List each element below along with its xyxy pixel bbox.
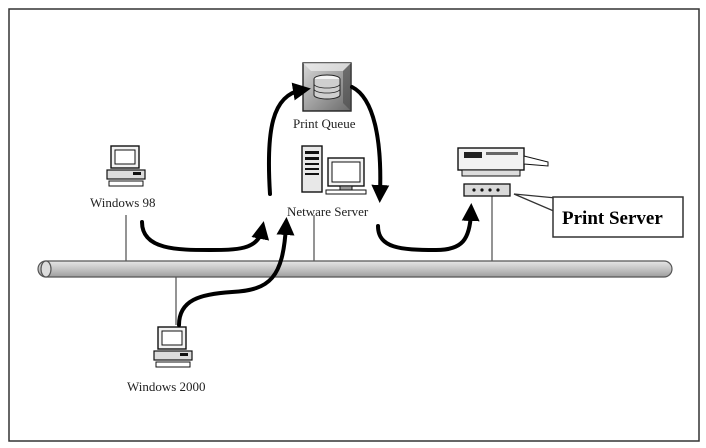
arrow-server-to-print-queue: [266, 82, 311, 196]
print-queue-icon: [302, 62, 352, 112]
windows2000-computer-icon: [153, 326, 193, 368]
windows98-label: Windows 98: [90, 195, 156, 210]
windows98-computer-icon: [106, 145, 146, 187]
netware-server-icon: [301, 145, 367, 195]
print-server-callout: Print Server: [513, 193, 684, 238]
arrow-server-to-print-server: [376, 203, 480, 253]
print-server-label: Print Server: [562, 208, 663, 229]
windows2000-label: Windows 2000: [127, 379, 206, 394]
arrow-win2000-to-server: [177, 217, 295, 327]
flow-arrows: [140, 82, 480, 327]
arrow-print-queue-to-server: [350, 85, 390, 203]
netware-server-label: Netware Server: [287, 204, 369, 219]
network-bus: [37, 260, 673, 278]
print-server-box-icon: [463, 183, 511, 197]
printer-icon: [457, 147, 549, 177]
arrow-win98-to-server: [140, 220, 270, 253]
print-queue-label: Print Queue: [293, 116, 356, 131]
